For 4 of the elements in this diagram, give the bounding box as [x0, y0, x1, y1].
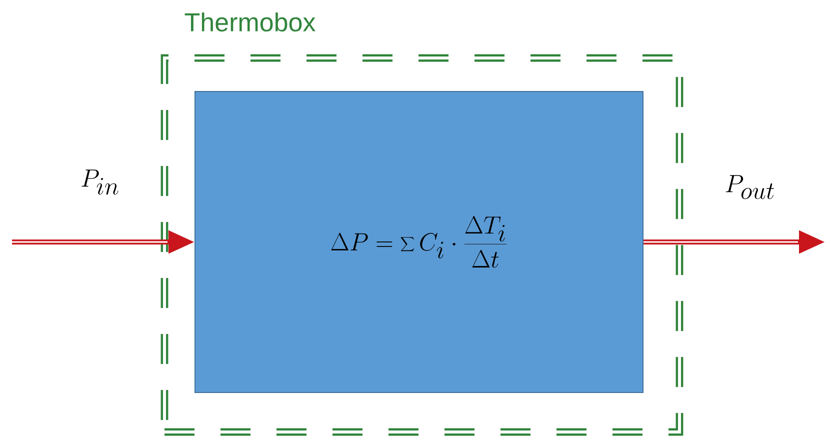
edge-label: $P_{in}$ [82, 170, 118, 195]
box-heading: Thermobox [184, 12, 316, 32]
formula-box: $\Delta P = \sum C_i \cdot \frac{\Delta T_i}{\Delta t}$ [194, 91, 644, 393]
edge-label: $P_{out}$ [726, 175, 774, 200]
